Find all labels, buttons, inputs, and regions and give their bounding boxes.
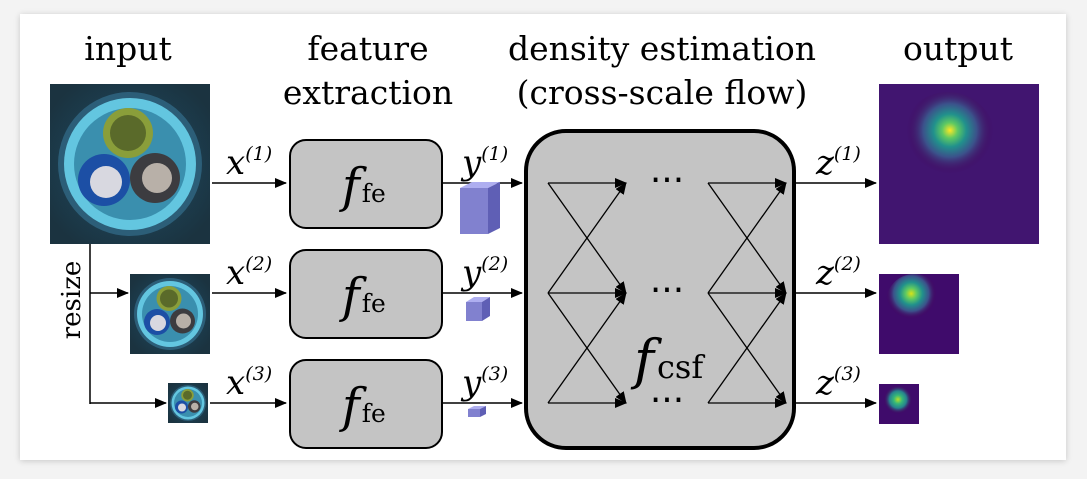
- x2-label: x(2): [226, 253, 272, 293]
- csf-left-connections: [547, 178, 627, 408]
- x1-label: x(1): [226, 143, 272, 183]
- csf-ellipsis-1: ···: [650, 160, 684, 201]
- header-input: input: [84, 29, 171, 68]
- output-heatmap-2: [879, 274, 959, 354]
- y2-label: y(2): [460, 253, 508, 293]
- csf-right-connections: [707, 178, 787, 408]
- fe-label-3: ffe: [339, 378, 386, 434]
- y3-label: y(3): [460, 363, 508, 403]
- header-extraction: extraction: [283, 73, 453, 112]
- y1-label: y(1): [460, 143, 508, 183]
- input-image-scale-3: [168, 383, 208, 423]
- header-feature: feature: [307, 29, 428, 68]
- fe-label-2: ffe: [339, 268, 386, 324]
- fe-block-3: [289, 359, 443, 449]
- header-output: output: [903, 29, 1013, 68]
- csf-ellipsis-2: ···: [650, 270, 684, 311]
- z2-label: z(2): [815, 253, 861, 293]
- z3-label: z(3): [815, 363, 861, 403]
- csf-label: fcsf: [630, 328, 705, 391]
- feature-cube-3: [468, 406, 486, 417]
- output-heatmap-3: [879, 384, 919, 424]
- output-heatmap-1: [879, 84, 1039, 244]
- csf-ellipsis-3: ···: [650, 380, 684, 421]
- z1-label: z(1): [815, 143, 861, 183]
- x3-label: x(3): [226, 363, 272, 403]
- feature-cube-1: [460, 182, 500, 234]
- fe-block-2: [289, 249, 443, 339]
- fe-block-1: [289, 139, 443, 229]
- input-image-scale-1: [50, 84, 210, 244]
- header-cross-scale-flow: (cross-scale flow): [517, 73, 808, 112]
- resize-label: resize: [57, 261, 87, 340]
- input-image-scale-2: [130, 274, 210, 354]
- header-density-estimation: density estimation: [508, 29, 816, 68]
- feature-cube-2: [466, 297, 490, 321]
- resize-label-bg: [60, 256, 88, 344]
